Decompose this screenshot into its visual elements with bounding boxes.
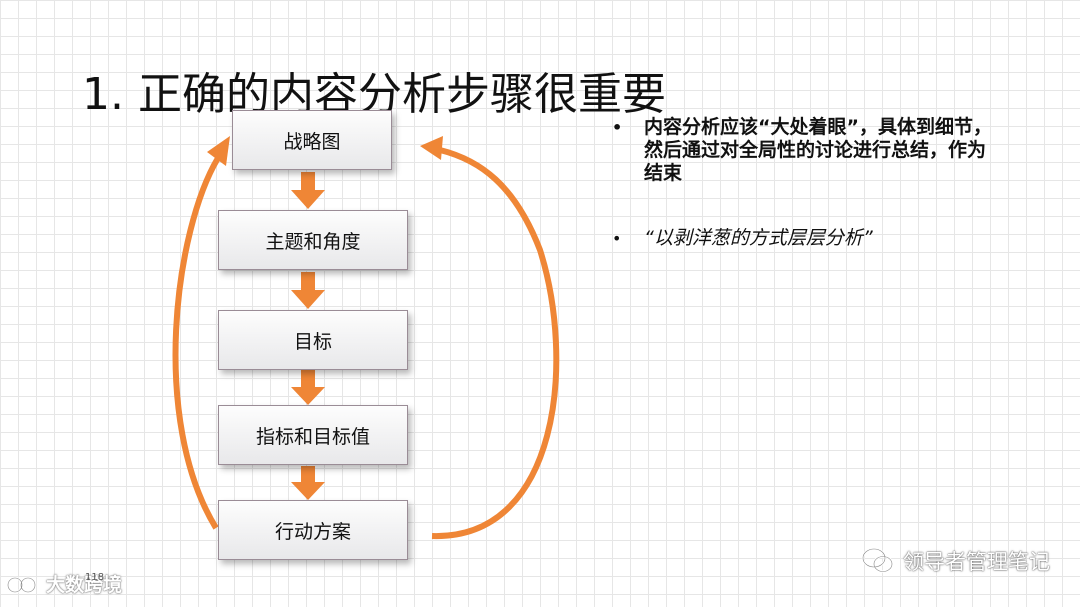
- down-arrow-1: [291, 172, 325, 209]
- bullet-list: • 内容分析应该“大处着眼”，具体到细节，然后通过对全局性的讨论进行总结，作为结…: [612, 116, 1002, 250]
- left-loop-arrowhead: [207, 136, 230, 166]
- bullet-dot-icon: •: [612, 118, 623, 137]
- page-number: 118: [85, 572, 105, 583]
- bullet-text: “以剥洋葱的方式层层分析”: [644, 227, 873, 249]
- footer-right-brand: 领导者管理笔记: [861, 546, 1050, 576]
- right-loop-arrowhead: [420, 136, 443, 160]
- wechat-icon: [861, 547, 894, 573]
- bullet-item: • 内容分析应该“大处着眼”，具体到细节，然后通过对全局性的讨论进行总结，作为结…: [612, 116, 1002, 185]
- down-arrow-2: [291, 272, 325, 309]
- step-strategy-map: 战略图: [232, 110, 392, 170]
- step-theme-angle: 主题和角度: [218, 210, 408, 270]
- right-brand-text: 领导者管理笔记: [903, 550, 1050, 574]
- down-arrow-3: [291, 370, 325, 405]
- left-logo-text: 大数跨境: [46, 574, 123, 596]
- bullet-item: • “以剥洋葱的方式层层分析”: [612, 227, 1002, 250]
- right-loop-arrow: [431, 147, 560, 540]
- step-label: 战略图: [283, 130, 341, 153]
- step-label: 行动方案: [274, 520, 351, 543]
- step-label: 指标和目标值: [255, 425, 370, 448]
- step-action-plan: 行动方案: [218, 500, 408, 560]
- down-arrow-4: [291, 466, 325, 500]
- step-label: 目标: [293, 330, 332, 353]
- step-goal: 目标: [218, 310, 408, 370]
- step-label: 主题和角度: [265, 230, 361, 253]
- bullet-text: 内容分析应该“大处着眼”，具体到细节，然后通过对全局性的讨论进行总结，作为结束: [644, 116, 992, 184]
- left-loop-arrow: [172, 156, 221, 530]
- bullet-dot-icon: •: [612, 229, 622, 248]
- footer-left-logo: 大数跨境: [6, 570, 122, 597]
- wave-logo-icon: [6, 576, 37, 593]
- step-metrics-targets: 指标和目标值: [218, 405, 408, 465]
